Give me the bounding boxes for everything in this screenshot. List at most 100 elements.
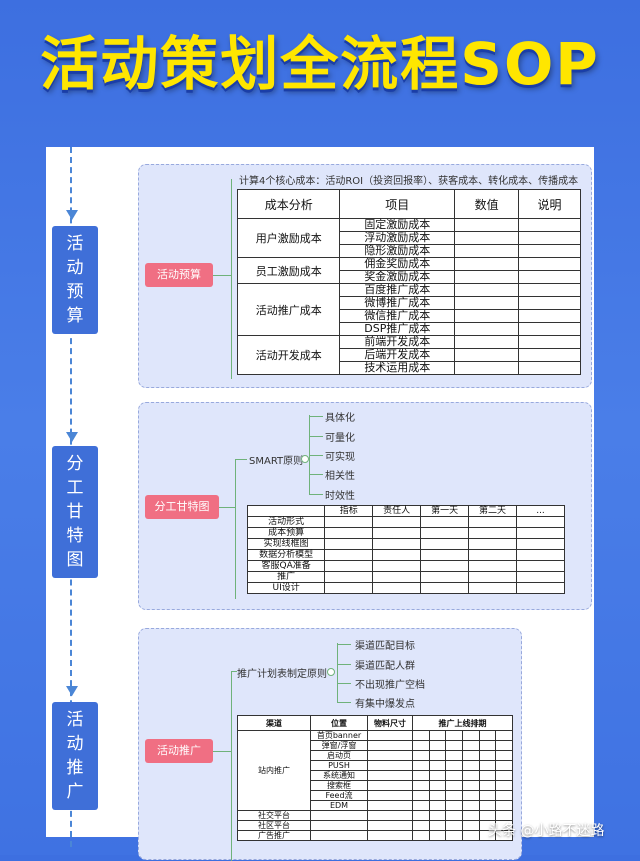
connector — [309, 416, 323, 417]
node-dot-icon — [327, 668, 335, 676]
empty-cell — [445, 830, 463, 841]
budget-note: 计算4个核心成本：活动ROI（投资回报率）、获客成本、转化成本、传播成本 — [239, 176, 579, 187]
connector — [231, 179, 232, 379]
task-cell: 推广 — [246, 571, 326, 583]
value-cell — [454, 348, 520, 362]
empty-cell — [495, 740, 513, 751]
budget-table: 成本分析项目数值说明用户激励成本固定激励成本浮动激励成本隐形激励成本员工激励成本… — [236, 189, 581, 375]
empty-cell — [412, 800, 430, 811]
empty-cell — [495, 780, 513, 791]
connector — [337, 643, 338, 703]
value-cell — [454, 231, 520, 245]
empty-cell — [461, 750, 480, 761]
table-row: 系统通知 — [238, 770, 513, 781]
value-cell — [454, 270, 520, 284]
connector — [337, 644, 351, 645]
empty-cell — [428, 750, 447, 761]
stage-char: 广 — [66, 782, 84, 802]
empty-cell — [461, 820, 480, 831]
timeline-arrow-icon — [66, 686, 78, 696]
watermark: 头条 @小路不迷路 — [488, 823, 605, 839]
connector — [309, 436, 323, 437]
stage-char: 动 — [66, 258, 84, 278]
promo-panel: 活动推广 推广计划表制定原则 渠道匹配目标渠道匹配人群不出现推广空档有集中爆发点… — [138, 628, 522, 861]
gantt-node: 分工甘特图 — [145, 495, 219, 519]
item-cell: 隐形激励成本 — [339, 244, 456, 258]
principle-item: 渠道匹配目标 — [355, 641, 415, 652]
connector — [337, 683, 351, 684]
empty-cell — [324, 516, 374, 528]
stage-char: 甘 — [66, 502, 84, 522]
table-header-cell: 数值 — [454, 189, 520, 219]
table-header-cell: 渠道 — [237, 715, 311, 731]
stage-char: 算 — [66, 306, 84, 326]
stage-char: 推 — [66, 758, 84, 778]
empty-cell — [428, 740, 447, 751]
empty-cell — [445, 750, 463, 761]
table-header-cell: 指标 — [324, 505, 374, 517]
empty-cell — [461, 780, 480, 791]
table-header-cell — [246, 505, 326, 517]
empty-cell — [468, 560, 517, 572]
empty-cell — [367, 790, 413, 801]
empty-cell — [445, 800, 463, 811]
note-cell — [518, 270, 581, 284]
empty-cell — [428, 770, 447, 781]
empty-cell — [420, 582, 470, 594]
empty-cell — [420, 571, 470, 583]
table-row: 推广 — [246, 571, 565, 583]
empty-cell — [412, 730, 430, 741]
note-cell — [518, 296, 581, 310]
table-header-cell: 第一天 — [420, 505, 470, 517]
empty-cell — [461, 760, 480, 771]
empty-cell — [495, 790, 513, 801]
empty-cell — [445, 790, 463, 801]
position-cell: 弹窗/浮窗 — [310, 740, 368, 751]
empty-cell — [428, 800, 447, 811]
table-row: 活动形式 — [246, 516, 565, 528]
position-cell: 启动页 — [310, 750, 368, 761]
note-cell — [518, 335, 581, 349]
empty-cell — [516, 527, 565, 539]
empty-cell — [495, 730, 513, 741]
table-header-cell: 项目 — [339, 189, 456, 219]
task-cell: 实现线框图 — [246, 538, 326, 550]
timeline-arrow-icon — [66, 432, 78, 442]
table-row: 用户激励成本固定激励成本 — [236, 218, 581, 258]
empty-cell — [445, 740, 463, 751]
empty-cell — [461, 810, 480, 821]
note-cell — [518, 244, 581, 258]
smart-principle: SMART原则 — [249, 456, 304, 467]
empty-cell — [478, 810, 497, 821]
empty-cell — [412, 770, 430, 781]
empty-cell — [445, 820, 463, 831]
empty-cell — [495, 760, 513, 771]
empty-cell — [412, 810, 430, 821]
value-cell — [454, 218, 520, 232]
promo-principle: 推广计划表制定原则 — [237, 669, 327, 680]
timeline-arrow-icon — [66, 210, 78, 220]
empty-cell — [478, 760, 497, 771]
empty-cell — [367, 810, 413, 821]
empty-cell — [372, 538, 422, 550]
note-cell — [518, 257, 581, 271]
value-cell — [454, 322, 520, 336]
connector — [309, 494, 323, 495]
empty-cell — [516, 538, 565, 550]
table-header-cell: 成本分析 — [236, 189, 341, 219]
value-cell — [454, 244, 520, 258]
item-cell: 奖金激励成本 — [339, 270, 456, 284]
gantt-table: 指标责任人第一天第二天...活动形式成本预算实现线框图数据分析模型客服QA准备推… — [246, 505, 565, 594]
table-header-cell: 物料尺寸 — [367, 715, 413, 731]
empty-cell — [367, 750, 413, 761]
budget-node: 活动预算 — [145, 263, 213, 287]
empty-cell — [420, 538, 470, 550]
empty-cell — [445, 770, 463, 781]
empty-cell — [468, 582, 517, 594]
group-cell: 用户激励成本 — [236, 218, 341, 258]
table-row: 站内推广首页banner — [237, 730, 513, 811]
empty-cell — [495, 830, 513, 841]
empty-cell — [461, 770, 480, 781]
table-row: 成本预算 — [246, 527, 565, 539]
